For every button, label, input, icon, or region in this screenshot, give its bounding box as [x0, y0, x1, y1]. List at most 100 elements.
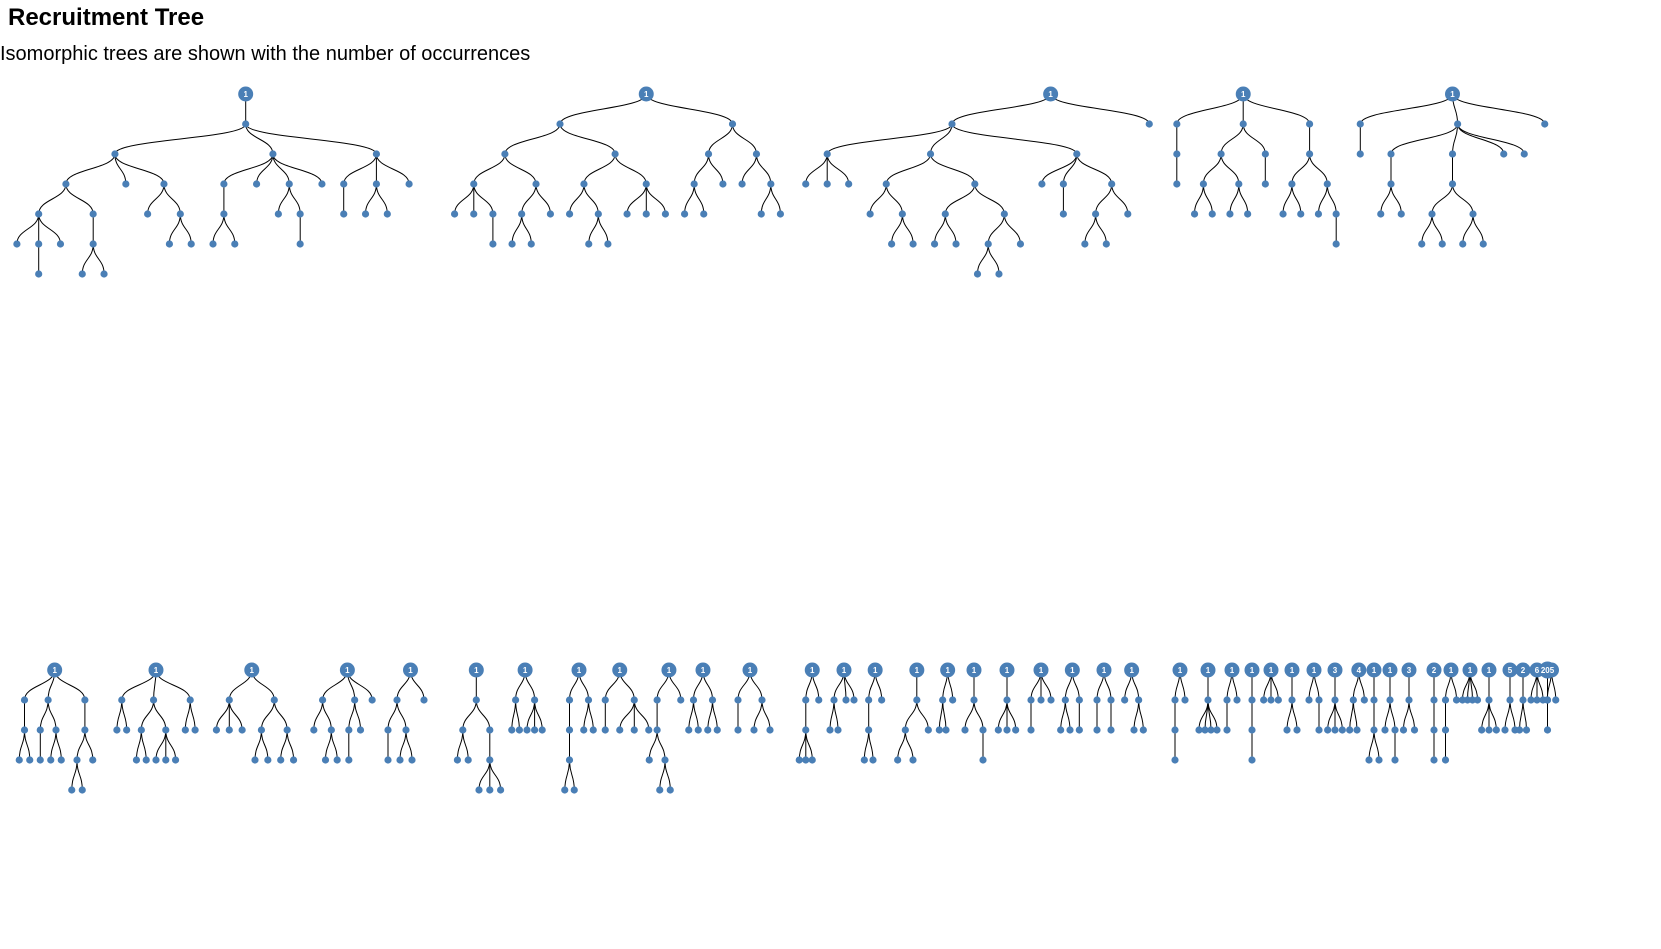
- occurrence-count-label: 1: [915, 666, 920, 675]
- tree-edge: [1138, 699, 1144, 731]
- tree-root-node: [1481, 662, 1497, 678]
- tree-edge: [454, 183, 475, 215]
- tree-node: [556, 120, 564, 128]
- occurrence-count-label: 1: [972, 666, 977, 675]
- tree-edge: [964, 699, 975, 731]
- tree-edge: [76, 759, 83, 791]
- tree-node: [1003, 726, 1011, 734]
- tree-node: [1027, 696, 1035, 704]
- tree-root-node: [1235, 86, 1251, 102]
- recruitment-tree: 1: [645, 662, 685, 794]
- tree-edge: [1111, 183, 1129, 215]
- tree-node: [52, 726, 60, 734]
- tree-node: [802, 696, 810, 704]
- tree-node: [132, 756, 141, 764]
- tree-node: [470, 180, 478, 188]
- tree-node: [1338, 726, 1346, 734]
- tree-edge: [656, 729, 666, 761]
- tree-node: [1274, 696, 1282, 704]
- tree-node: [137, 726, 145, 734]
- tree-node: [518, 210, 526, 218]
- tree-node: [35, 210, 43, 218]
- tree-root-node: [1515, 662, 1531, 678]
- tree-node: [264, 756, 272, 764]
- recruitment-tree: 1: [1173, 86, 1340, 248]
- tree-edge: [904, 729, 914, 761]
- tree-node: [1332, 210, 1340, 218]
- tree-node: [277, 756, 285, 764]
- tree-node: [318, 696, 327, 704]
- occurrence-count-label: 1: [1449, 666, 1454, 675]
- tree-edge: [147, 183, 165, 215]
- occurrence-count-label: 1: [1250, 666, 1255, 675]
- tree-node: [738, 180, 746, 188]
- tree-edge: [1431, 213, 1443, 245]
- tree-edge: [833, 699, 839, 731]
- recruitment-tree: 1: [1223, 662, 1241, 734]
- tree-node: [1463, 696, 1472, 704]
- tree-edge: [944, 183, 976, 215]
- tree-node: [713, 726, 721, 734]
- tree-node: [909, 756, 917, 764]
- tree-node: [1239, 120, 1247, 128]
- tree-root-node: [804, 662, 820, 678]
- tree-edge: [942, 699, 947, 731]
- tree-edge: [1229, 183, 1240, 215]
- tree-node: [1543, 696, 1552, 704]
- tree-edge: [1291, 153, 1311, 185]
- tree-node: [36, 726, 44, 734]
- tree-node: [420, 696, 428, 704]
- recruitment-tree: 1: [1356, 86, 1549, 248]
- occurrence-count-label: 1: [1206, 666, 1211, 675]
- tree-node: [47, 756, 55, 764]
- tree-edge: [71, 759, 78, 791]
- tree-edge: [977, 243, 989, 275]
- tree-node: [580, 726, 588, 734]
- tree-node: [209, 240, 217, 248]
- tree-edge: [707, 699, 713, 731]
- tree-edge: [526, 699, 536, 731]
- tree-edge: [1390, 123, 1459, 155]
- tree-root-node: [1244, 662, 1260, 678]
- tree-edge: [184, 699, 191, 731]
- tree-node: [645, 756, 653, 764]
- tree-node: [1454, 120, 1462, 128]
- tree-node: [952, 240, 960, 248]
- tree-edge: [732, 123, 757, 155]
- recruitment-tree: 1: [212, 662, 298, 764]
- tree-node: [73, 756, 81, 764]
- tree-node: [538, 726, 546, 734]
- tree-node: [270, 696, 278, 704]
- tree-node: [601, 696, 609, 704]
- tree-root-node: [1263, 662, 1279, 678]
- tree-edge: [475, 699, 491, 731]
- tree-node: [1375, 756, 1383, 764]
- tree-node: [546, 210, 555, 218]
- tree-node: [1485, 726, 1493, 734]
- tree-node: [677, 696, 685, 704]
- tree-node: [1261, 150, 1269, 158]
- tree-edge: [897, 729, 906, 761]
- tree-node: [100, 270, 108, 278]
- tree-edge: [885, 153, 931, 185]
- tree-edge: [633, 699, 650, 731]
- tree-node: [611, 150, 619, 158]
- tree-edge: [1062, 153, 1078, 185]
- occurrence-count-label: 1: [250, 666, 255, 675]
- tree-node: [531, 696, 539, 704]
- tree-edge: [693, 153, 709, 185]
- tree-edge: [619, 699, 635, 731]
- tree-edge: [934, 213, 946, 245]
- tree-node: [661, 756, 669, 764]
- tree-node: [661, 210, 670, 218]
- tree-node: [942, 726, 950, 734]
- tree-node: [1248, 726, 1256, 734]
- tree-node: [81, 696, 89, 704]
- tree-node: [1130, 726, 1138, 734]
- recruitment-tree: 3: [1399, 662, 1419, 734]
- tree-node: [181, 726, 189, 734]
- tree-edge: [223, 213, 236, 245]
- tree-node: [489, 210, 497, 218]
- tree-edge: [973, 699, 984, 731]
- tree-node: [949, 696, 957, 704]
